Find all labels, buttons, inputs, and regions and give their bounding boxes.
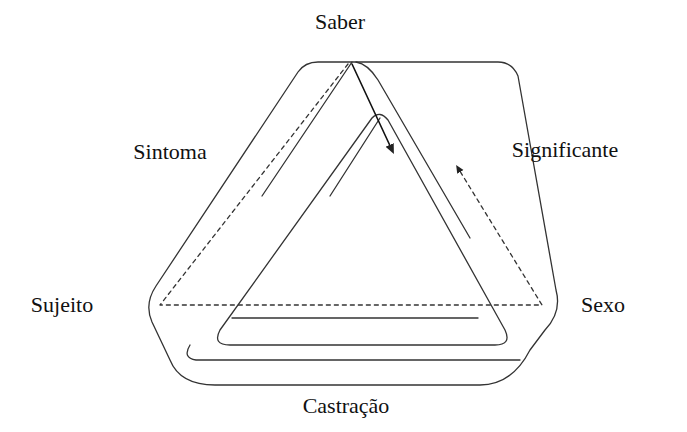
band-outline [149,62,558,385]
band-fold [262,62,352,196]
band-strand [232,317,478,318]
vertex-label: Sexo [581,292,625,317]
vertex-label: Sujeito [31,292,93,317]
region-label: Castração [303,393,390,418]
solid-path [352,64,392,150]
region-label: Saber [315,9,365,34]
band-inner [218,114,508,345]
dashed-path [160,64,542,305]
side-label: Sintoma [133,139,206,164]
side-label: Significante [512,137,618,162]
band-fold [356,62,470,238]
band-fold [330,118,380,196]
band-strand [187,345,520,360]
